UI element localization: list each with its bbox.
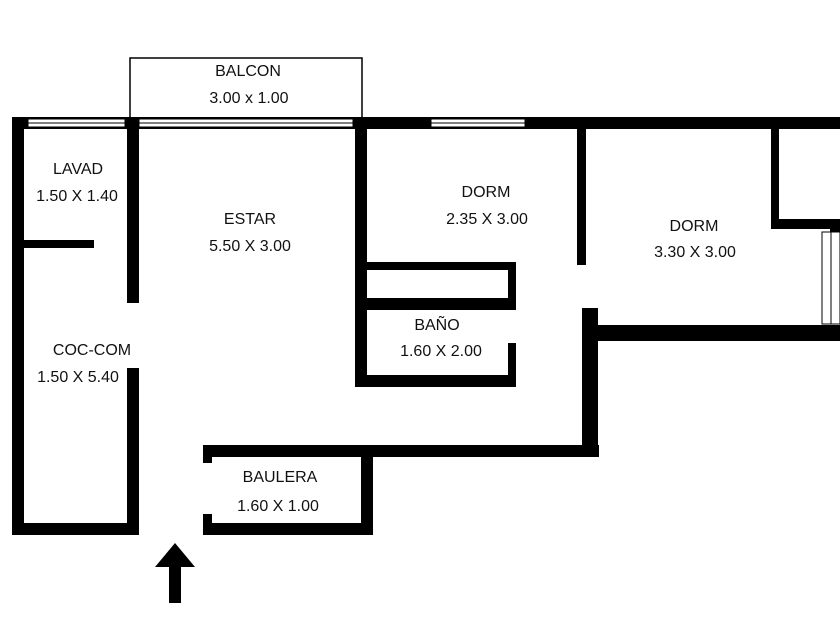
baulera-top-wall xyxy=(203,445,599,457)
closet-top-wall xyxy=(355,262,516,270)
estar-dorm-wall xyxy=(355,117,367,387)
cocina-partition xyxy=(127,368,139,535)
dorm2-name: DORM xyxy=(670,218,719,235)
cocom-name: COC-COM xyxy=(53,342,131,359)
bano-bottom-wall xyxy=(355,375,516,387)
lavad-name: LAVAD xyxy=(53,161,103,178)
left-wall xyxy=(12,117,24,535)
closet-right-wall xyxy=(508,262,516,310)
cocom-size: 1.50 X 5.40 xyxy=(37,369,119,386)
baulera-size: 1.60 X 1.00 xyxy=(237,498,319,515)
bottom-left-wall xyxy=(12,523,139,535)
lavad-size: 1.50 X 1.40 xyxy=(36,188,118,205)
dorm1-size: 2.35 X 3.00 xyxy=(446,211,528,228)
windows xyxy=(27,118,840,325)
balcony-outline xyxy=(129,57,363,119)
dorm2-size: 3.30 X 3.00 xyxy=(654,244,736,261)
baulera-right-wall xyxy=(361,445,373,535)
entrance-jamb-top xyxy=(203,445,212,463)
room-labels: BALCON 3.00 x 1.00 LAVAD 1.50 X 1.40 EST… xyxy=(36,63,736,515)
estar-name: ESTAR xyxy=(224,211,276,228)
walls xyxy=(12,117,840,535)
dorm2-closet-left-wall xyxy=(771,117,779,225)
balcon-name: BALCON xyxy=(215,63,281,80)
dorm2-closet-bottom-wall xyxy=(771,219,840,229)
closet-bottom-wall xyxy=(355,298,516,310)
dorm-partition-upper xyxy=(577,117,586,265)
dorm-partition-lower xyxy=(582,308,598,457)
bano-name: BAÑO xyxy=(414,314,459,334)
bottom-entrance-wall xyxy=(203,523,373,535)
lavad-stub-wall xyxy=(22,240,94,248)
estar-size: 5.50 X 3.00 xyxy=(209,238,291,255)
bano-size: 1.60 X 2.00 xyxy=(400,343,482,360)
balcon-size: 3.00 x 1.00 xyxy=(209,90,288,107)
dorm1-name: DORM xyxy=(462,184,511,201)
entrance-jamb-bottom xyxy=(203,514,212,535)
bano-right-wall xyxy=(508,343,516,387)
up-arrow-icon xyxy=(155,543,195,603)
right-wall xyxy=(830,220,840,232)
lavad-partition xyxy=(127,117,139,303)
baulera-name: BAULERA xyxy=(243,469,318,486)
dorm2-bottom-wall xyxy=(582,325,840,341)
